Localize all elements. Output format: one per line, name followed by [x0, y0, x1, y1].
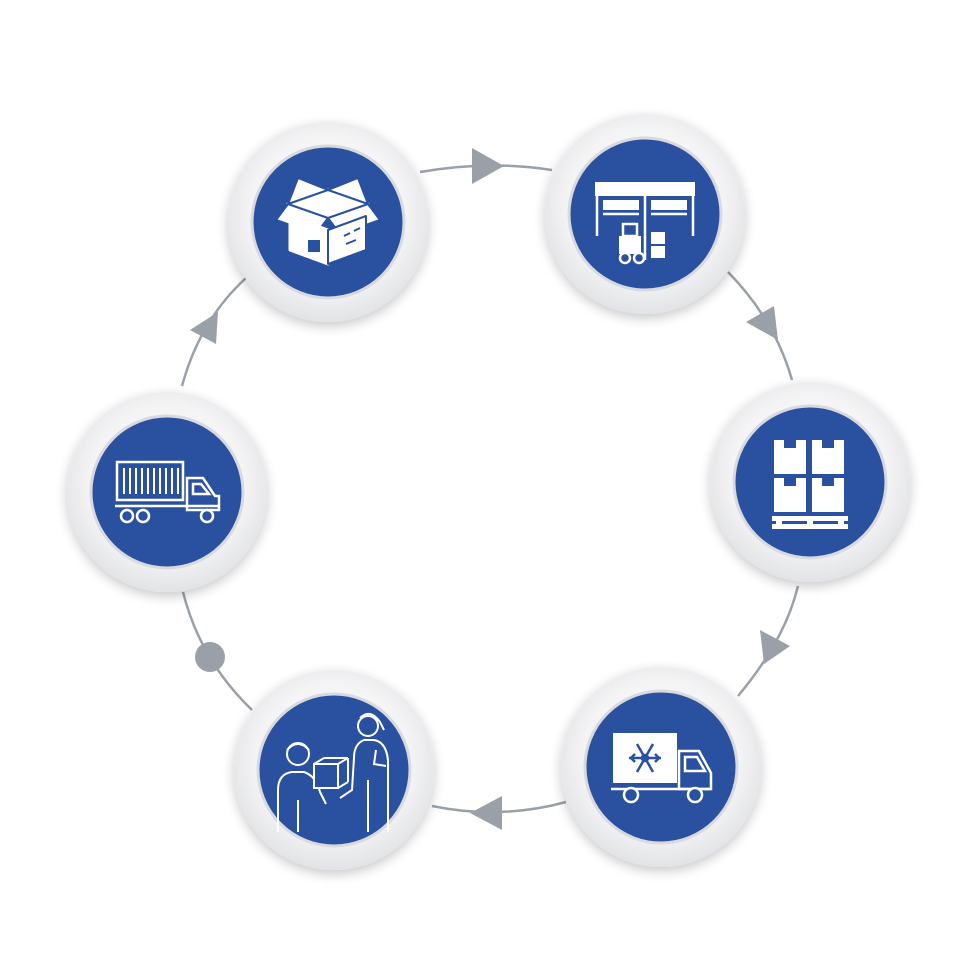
open-box-icon	[275, 177, 381, 266]
arrow-head-5	[190, 312, 218, 344]
pallet-boxes-icon	[772, 440, 848, 529]
step-node	[561, 667, 761, 867]
arrow-head-3	[760, 630, 790, 664]
warehouse-forklift-icon	[595, 182, 695, 265]
arrow-head-2	[746, 306, 778, 340]
arrow-head-4	[470, 796, 502, 830]
step-node	[228, 122, 428, 322]
arrowheads	[190, 148, 790, 830]
step-node	[710, 382, 910, 582]
snowflake-icon	[629, 743, 661, 773]
arrow-head-1	[472, 148, 504, 184]
container-truck-icon	[115, 460, 221, 524]
connector-dot	[195, 642, 225, 672]
refrigerated-truck-icon	[611, 733, 713, 804]
step-node	[67, 392, 267, 592]
step-node	[234, 670, 434, 870]
step-node	[545, 114, 745, 314]
package-handover-icon	[277, 712, 389, 832]
